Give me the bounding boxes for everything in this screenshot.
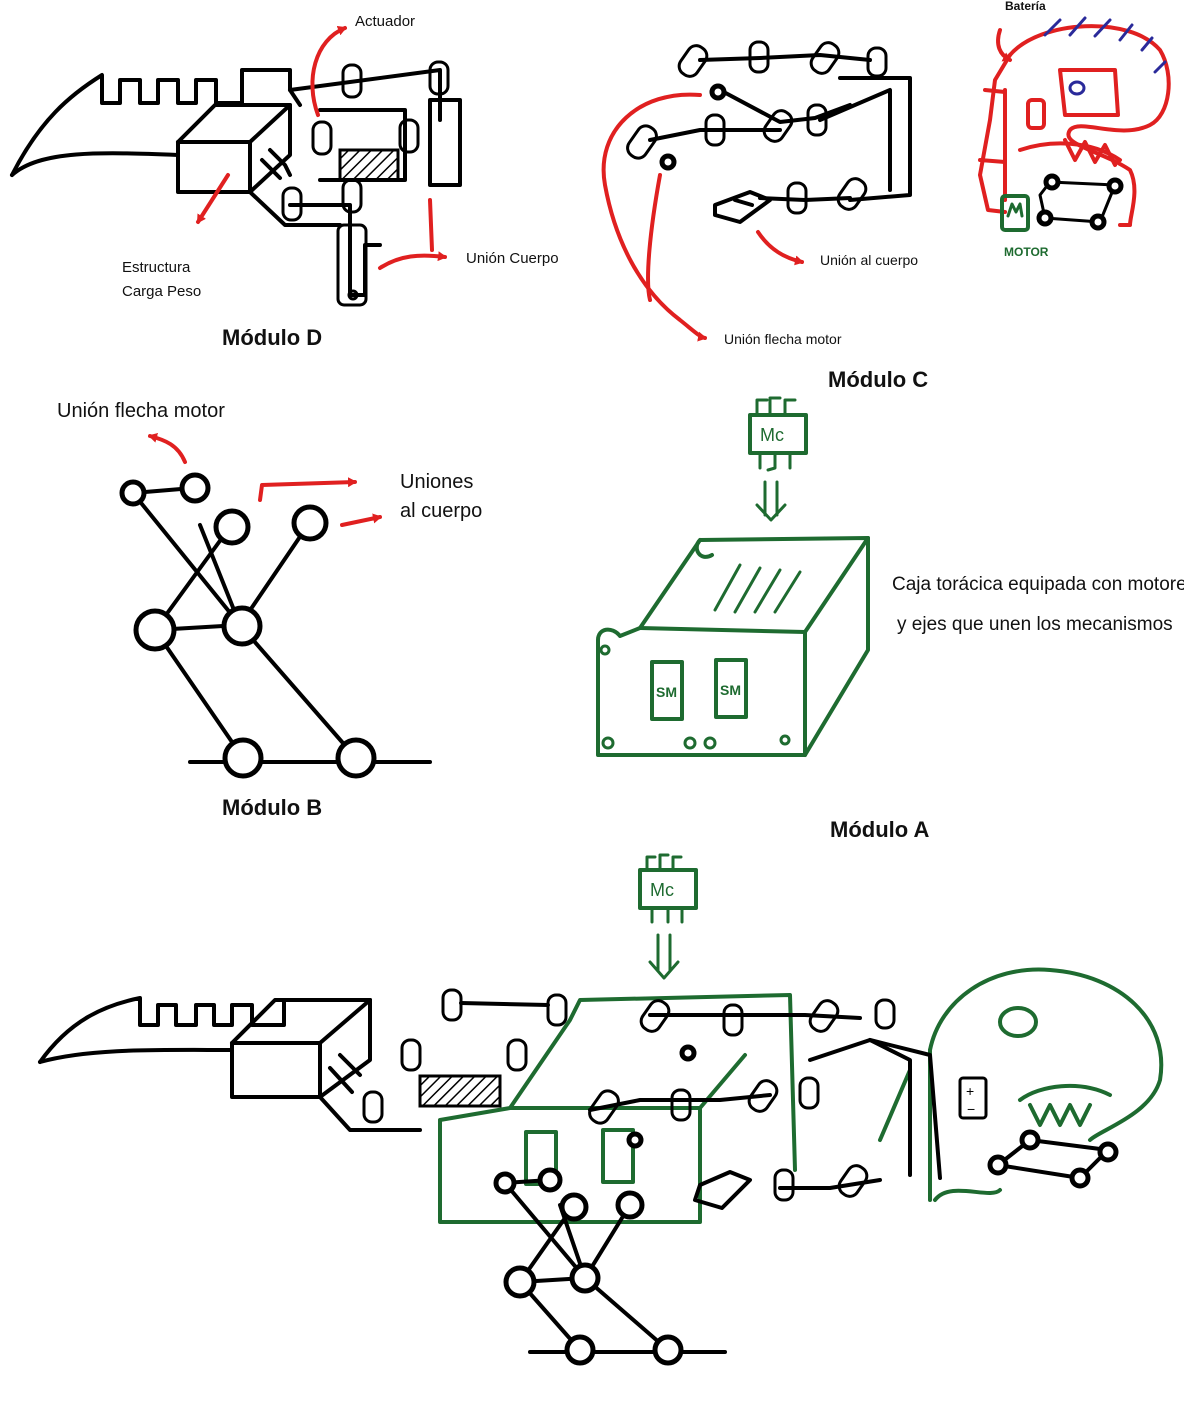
module-b-uniones-label: Uniones — [400, 471, 473, 493]
module-a-caja-line-1: Caja torácica equipada con motores — [892, 574, 1184, 595]
module-a-box: SM SM — [598, 538, 868, 755]
module-c-union-al-cuerpo-label: Unión al cuerpo — [820, 252, 918, 268]
module-d-annotations — [198, 28, 445, 268]
module-d-drawing — [12, 62, 460, 305]
module-c-drawing — [624, 39, 910, 222]
svg-text:+: + — [966, 1083, 974, 1099]
module-d-actuador-label: Actuador — [355, 13, 415, 30]
module-a-title: Módulo A — [830, 817, 929, 842]
assembled-black-links: + − — [586, 997, 1116, 1208]
module-c-head-drawing — [980, 18, 1169, 230]
module-d-union-cuerpo-label: Unión Cuerpo — [466, 250, 559, 267]
assembled-chip: Mc — [640, 855, 696, 978]
module-c-title: Módulo C — [828, 367, 928, 392]
assembled-legs — [496, 1170, 725, 1363]
module-d-title: Módulo D — [222, 325, 322, 350]
module-a-sm-label-2: SM — [720, 682, 741, 698]
module-c-bateria-label: Batería — [1005, 0, 1046, 13]
module-b-union-flecha-motor-label: Unión flecha motor — [57, 400, 225, 422]
module-b-drawing — [122, 475, 430, 776]
svg-text:−: − — [967, 1101, 975, 1117]
module-d-estructura-label: Estructura — [122, 259, 191, 276]
module-a-chip: Mc — [750, 398, 806, 520]
module-a-chip-label: Mc — [760, 425, 784, 445]
module-c-union-flecha-motor-label: Unión flecha motor — [724, 331, 842, 347]
module-b-al-cuerpo-label: al cuerpo — [400, 500, 482, 522]
assembled-tail — [40, 990, 566, 1130]
module-c-motor-label: MOTOR — [1004, 245, 1049, 259]
module-b-title: Módulo B — [222, 795, 322, 820]
assembled-chip-label: Mc — [650, 880, 674, 900]
module-d-carga-peso-label: Carga Peso — [122, 283, 201, 300]
module-a-sm-label-1: SM — [656, 684, 677, 700]
module-a-caja-line-2: y ejes que unen los mecanismos — [897, 614, 1173, 635]
